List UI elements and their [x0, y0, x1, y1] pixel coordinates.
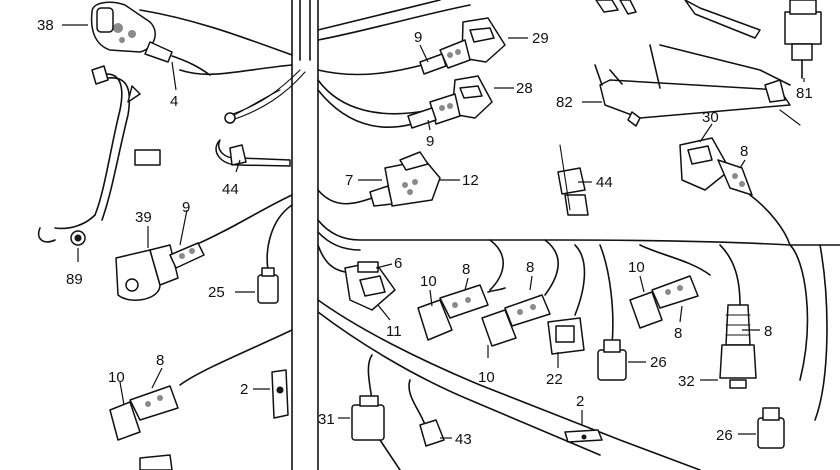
callout-28: 28 — [516, 80, 533, 97]
callout-8-f: 8 — [764, 323, 772, 340]
part-43 — [419, 419, 445, 447]
callout-44-right: 44 — [596, 174, 613, 191]
connector-39 — [115, 242, 205, 301]
callout-11: 11 — [386, 323, 402, 340]
connector-10-8-d — [109, 385, 179, 470]
callout-12: 12 — [462, 172, 479, 189]
callout-9-a: 9 — [182, 199, 190, 216]
clip-2-right — [564, 429, 603, 443]
callout-26-a: 26 — [650, 354, 667, 371]
callout-9-b: 9 — [414, 29, 422, 46]
callout-10-d: 10 — [628, 259, 645, 276]
leader-lines — [62, 24, 805, 439]
callout-43: 43 — [455, 431, 472, 448]
clip-2-left — [271, 369, 289, 419]
cable-89 — [37, 65, 161, 246]
callout-4: 4 — [170, 93, 178, 110]
connector-10-8-c — [629, 275, 699, 329]
callout-30: 30 — [702, 109, 719, 126]
callout-22: 22 — [546, 371, 563, 388]
connector-30 — [679, 137, 753, 196]
connector-81 — [784, 0, 822, 79]
connector-29 — [419, 17, 506, 75]
callout-8-d: 8 — [740, 143, 748, 160]
connector-11 — [344, 261, 396, 311]
callout-44-left: 44 — [222, 181, 239, 198]
callout-32: 32 — [678, 373, 695, 390]
callouts: 38 4 89 39 9 44 25 10 8 2 31 43 9 29 28 … — [37, 17, 813, 448]
part-25 — [257, 267, 279, 304]
callout-10-b: 10 — [420, 273, 437, 290]
ring-terminal — [224, 89, 281, 124]
callout-8-e: 8 — [674, 325, 682, 342]
sensor-32 — [719, 304, 757, 389]
connector-22 — [547, 317, 585, 355]
callout-10-c: 10 — [478, 369, 495, 386]
callout-26-b: 26 — [716, 427, 733, 444]
callout-10-a: 10 — [108, 369, 125, 386]
connector-12 — [369, 151, 441, 207]
callout-9-c: 9 — [426, 133, 434, 150]
callout-39: 39 — [135, 209, 152, 226]
connector-10-8-a — [417, 284, 506, 341]
callout-89: 89 — [66, 271, 83, 288]
callout-29: 29 — [532, 30, 549, 47]
callout-8-c: 8 — [526, 259, 534, 276]
top-clips — [595, 0, 761, 39]
switch-26-b — [757, 407, 785, 449]
callout-2-right: 2 — [576, 393, 584, 410]
callout-38: 38 — [37, 17, 54, 34]
main-trunk — [291, 0, 319, 470]
callout-6: 6 — [394, 255, 402, 272]
callout-8-a: 8 — [156, 352, 164, 369]
callout-7: 7 — [345, 172, 353, 189]
zip-tie-44-right — [557, 144, 589, 216]
callout-31: 31 — [318, 411, 335, 428]
callout-2-left: 2 — [240, 381, 248, 398]
harness-branches — [139, 0, 840, 470]
part-31 — [351, 395, 385, 441]
connector-38 — [90, 1, 211, 76]
callout-8-b: 8 — [462, 261, 470, 278]
callout-25: 25 — [208, 284, 225, 301]
callout-81: 81 — [796, 85, 813, 102]
connector-28 — [407, 75, 493, 129]
callout-82: 82 — [556, 94, 573, 111]
bracket-82 — [594, 44, 801, 127]
zip-tie-44-left — [215, 139, 291, 167]
connector-10-8-b — [481, 294, 551, 347]
switch-26-a — [597, 339, 627, 381]
